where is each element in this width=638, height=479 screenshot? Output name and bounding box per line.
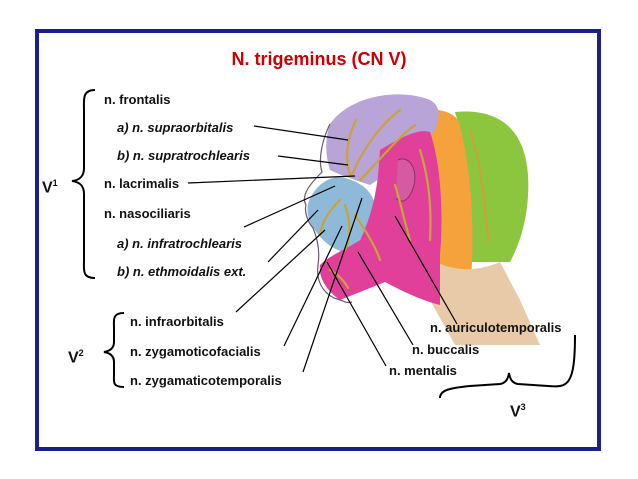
pointer-ethmoidalis	[268, 210, 318, 262]
label-mentalis: n. mentalis	[389, 363, 457, 379]
label-supraorbitalis: a) n. supraorbitalis	[117, 120, 233, 136]
label-frontalis: n. frontalis	[104, 92, 170, 108]
label-zygamaticotemporalis: n. zygamaticotemporalis	[130, 373, 282, 389]
label-infraorbitalis: n. infraorbitalis	[130, 314, 224, 330]
label-supratrochlearis: b) n. supratrochlearis	[117, 148, 250, 164]
group-label-v1: V1	[42, 174, 58, 197]
brace-v1	[72, 90, 95, 278]
page-title: N. trigeminus (CN V)	[0, 49, 638, 70]
label-zygomaticofacialis: n. zygamoticofacialis	[130, 344, 261, 360]
group-label-v2: V2	[68, 344, 84, 367]
label-auriculotemporalis: n. auriculotemporalis	[430, 320, 561, 336]
label-ethmoidalis: b) n. ethmoidalis ext.	[117, 264, 246, 280]
label-lacrimalis: n. lacrimalis	[104, 176, 179, 192]
label-nasociliaris: n. nasociliaris	[104, 206, 191, 222]
pointer-infraorbitalis	[236, 230, 325, 312]
head-illustration-icon	[304, 94, 540, 345]
label-infratrochlearis: a) n. infratrochlearis	[117, 236, 242, 252]
group-label-v3: V3	[510, 398, 526, 421]
brace-v2	[104, 313, 124, 387]
label-buccalis: n. buccalis	[412, 342, 479, 358]
